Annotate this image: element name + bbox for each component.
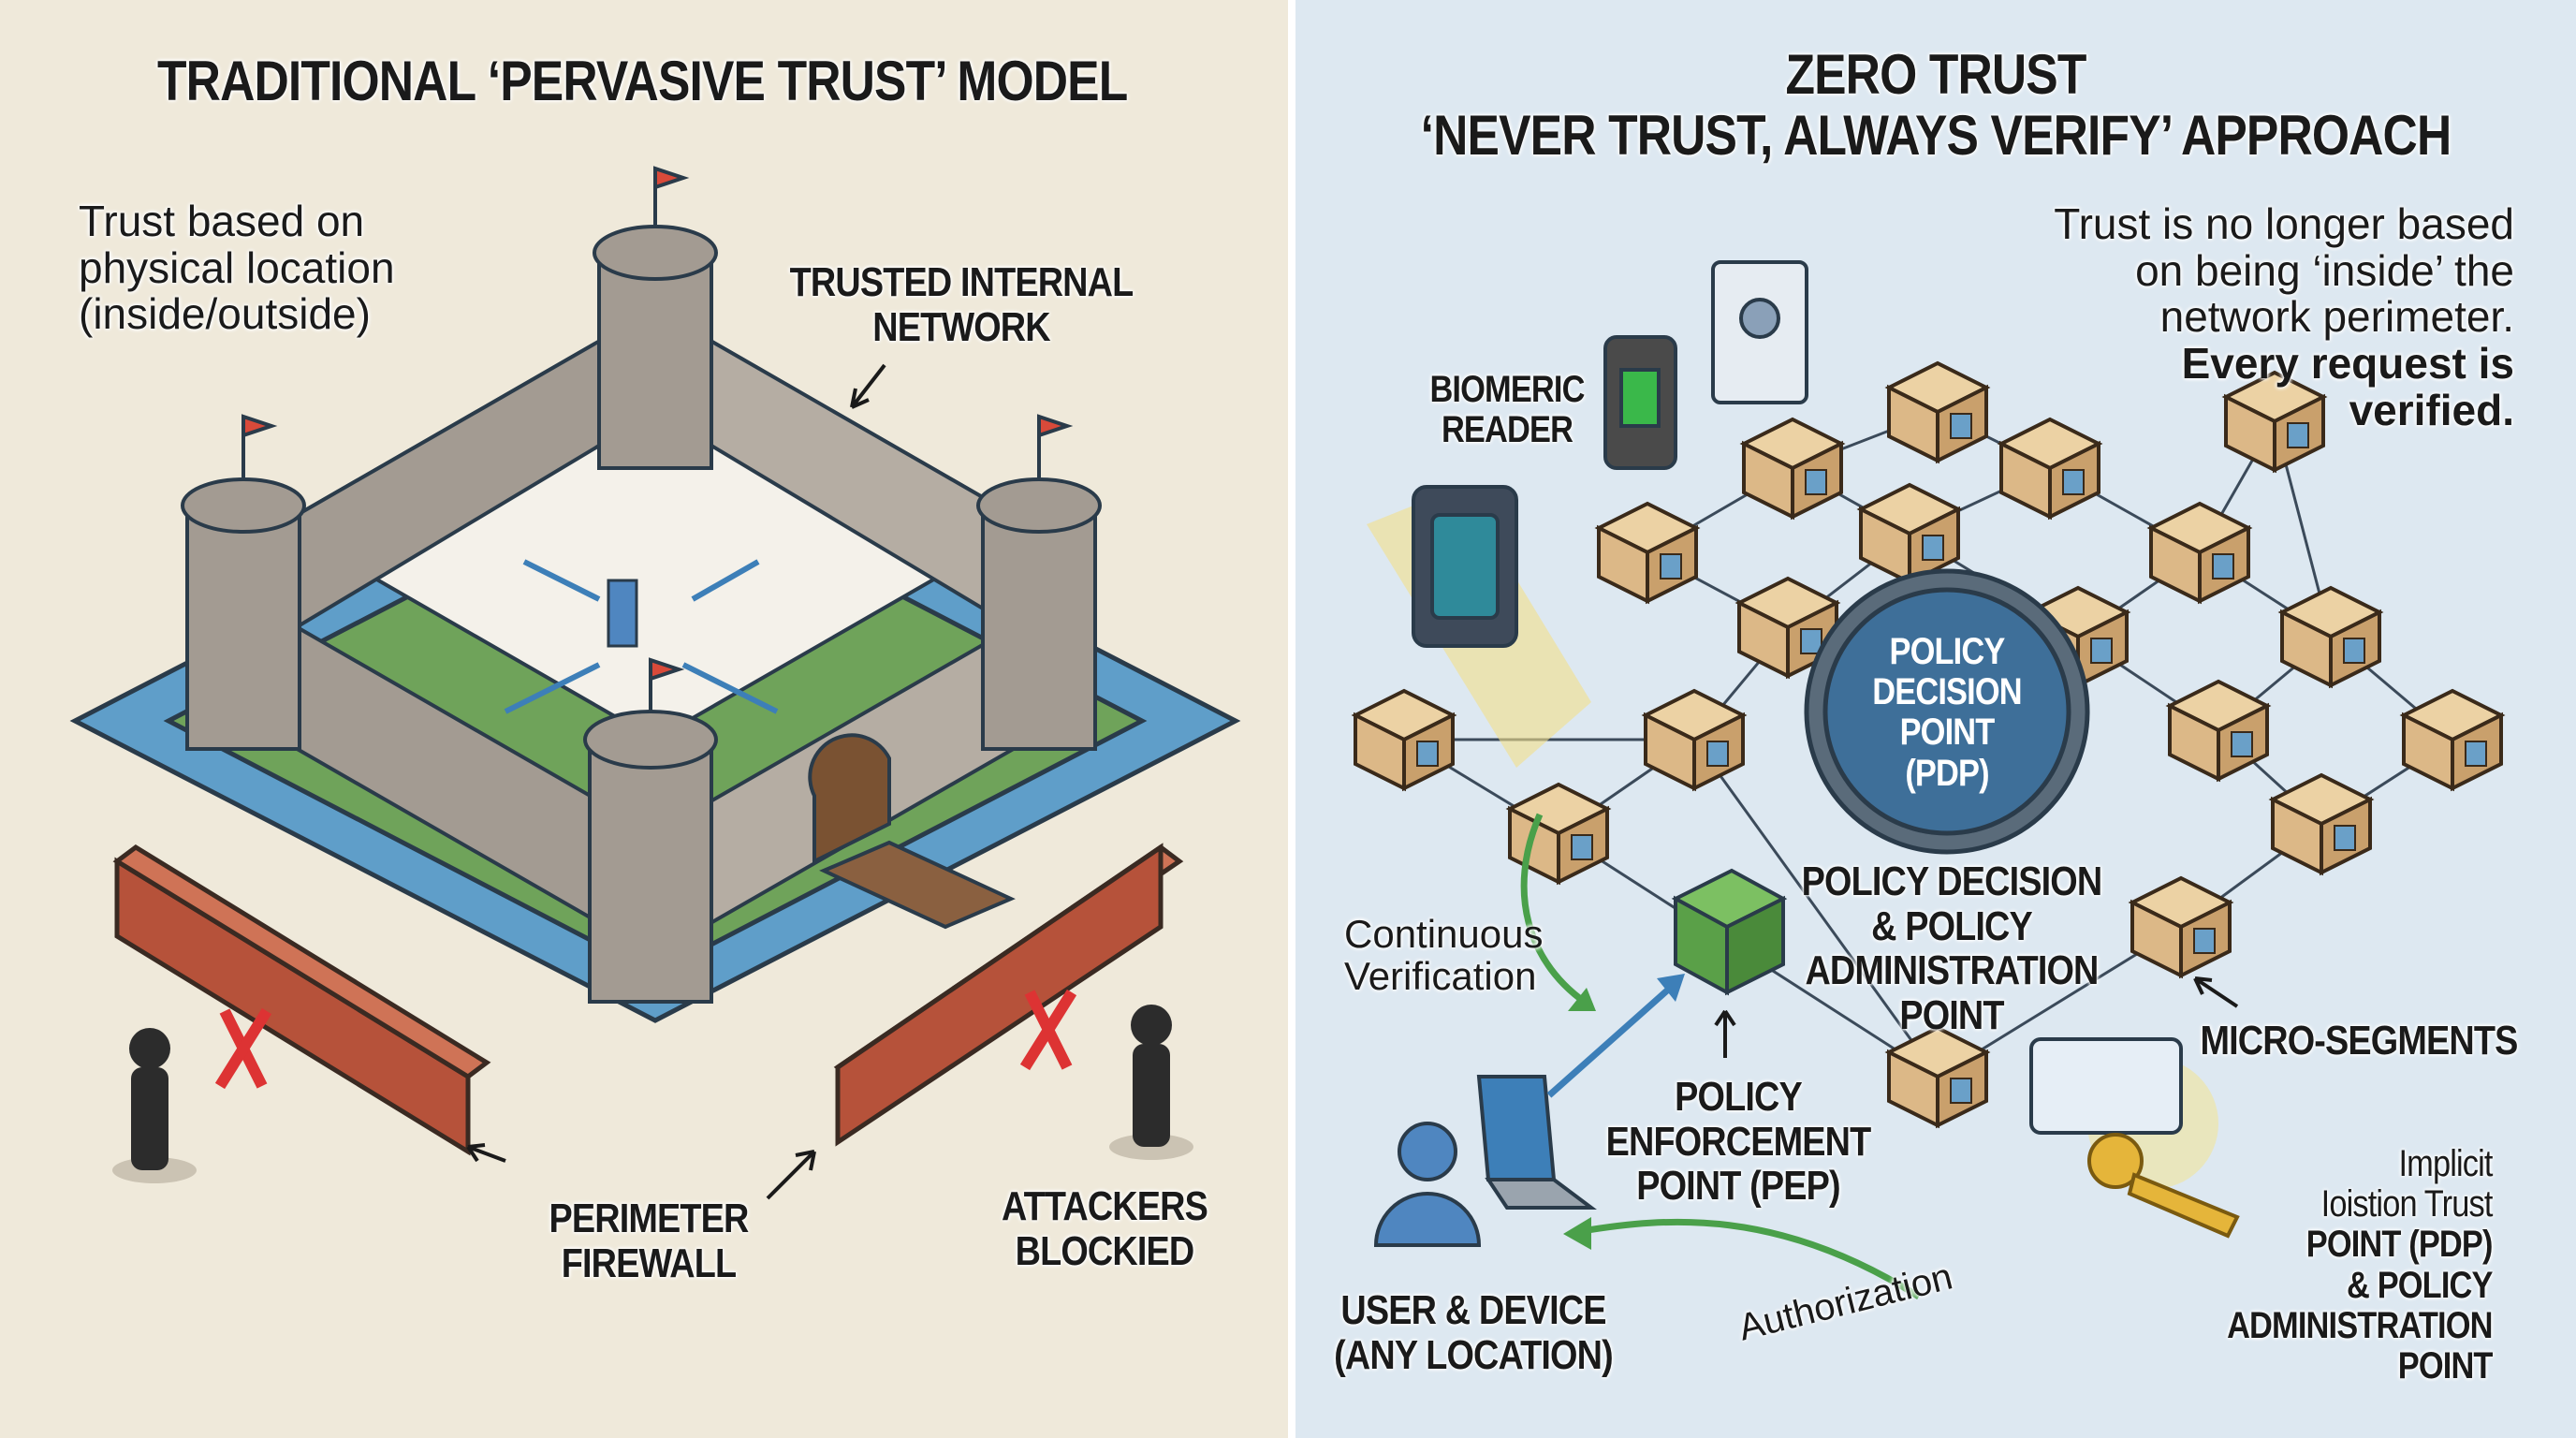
label-line: PERIMETER — [549, 1196, 749, 1241]
right-title: ZERO TRUST ‘NEVER TRUST, ALWAYS VERIFY’ … — [1385, 43, 2486, 167]
label-line: POLICY — [1889, 631, 2006, 672]
pdp-label: POLICY DECISION POINT (PDP) — [1826, 631, 2068, 794]
label-line: POLICY DECISION — [1801, 858, 2103, 904]
label-line: POINT — [2398, 1344, 2494, 1387]
left-title: TRADITIONAL ‘PERVASIVE TRUST’ MODEL — [157, 50, 1128, 112]
label-line: ADMINISTRATION — [1805, 947, 2099, 994]
user-device-figure — [1373, 1075, 1597, 1247]
user-device-label: USER & DEVICE (ANY LOCATION) — [1312, 1288, 1634, 1377]
label-line: READER — [1441, 409, 1573, 451]
label-line: & POLICY — [2347, 1264, 2493, 1306]
segment-cube — [1997, 417, 2103, 521]
label-line: BIOMERIC — [1429, 369, 1585, 410]
segment-cube — [2146, 501, 2253, 605]
implicit-trust-label: Implicit Ioistion Trust POINT (PDP) & PO… — [2227, 1143, 2494, 1387]
attackers-label: ATTACKERS BLOCKIED — [944, 1184, 1266, 1273]
micro-segments — [1351, 360, 2506, 1129]
trusted-network-label: TRUSTED INTERNAL NETWORK — [760, 260, 1163, 349]
label-line: TRUSTED INTERNAL — [789, 259, 1134, 305]
segment-cube — [2268, 772, 2375, 876]
label-line: & POLICY — [1871, 902, 2033, 949]
label-line: FIREWALL — [561, 1240, 737, 1286]
label-line: POINT — [1899, 991, 2004, 1038]
label-line: Continuous — [1344, 912, 1544, 956]
blocked-x-icon — [214, 989, 1077, 1090]
segment-cube — [2165, 679, 2272, 783]
policy-enforcement-point — [1671, 868, 1788, 996]
segment-cube — [1884, 360, 1991, 464]
left-note-line: (inside/outside) — [79, 289, 371, 339]
right-note-line: on being ‘inside’ the — [2135, 245, 2514, 295]
right-note-line: Trust is no longer based — [2054, 199, 2514, 248]
label-line: ENFORCEMENT — [1605, 1118, 1872, 1165]
left-note-line: Trust based on — [79, 197, 365, 245]
segment-cube — [1594, 501, 1701, 605]
castle-illustration — [69, 166, 1241, 1023]
right-note-bold-line: Every request is — [2181, 339, 2514, 389]
label-line: POINT (PEP) — [1636, 1163, 1840, 1210]
firewall-label: PERIMETER FIREWALL — [488, 1196, 810, 1285]
right-note-line: network perimeter. — [2159, 292, 2514, 342]
segment-cube — [1884, 1025, 1991, 1129]
label-line: BLOCKIED — [1015, 1227, 1195, 1274]
biometric-reader-icon — [1367, 260, 1808, 768]
label-line: (ANY LOCATION) — [1334, 1331, 1614, 1378]
segment-cube — [1641, 688, 1748, 792]
biometric-label: BIOMERIC READER — [1378, 369, 1635, 451]
label-line: POINT — [1899, 712, 1996, 754]
label-line: (PDP) — [1905, 752, 1989, 794]
segment-cube — [2221, 370, 2328, 474]
segment-cube — [1739, 417, 1846, 521]
pep-label: POLICY ENFORCEMENT POINT (PEP) — [1577, 1075, 1899, 1209]
continuous-verification-label: Continuous Verification — [1344, 913, 1543, 998]
pdp-admin-label: POLICY DECISION & POLICY ADMINISTRATION … — [1771, 859, 2133, 1037]
right-note: Trust is no longer based on being ‘insid… — [2054, 199, 2514, 434]
micro-segments-label: MICRO-SEGMENTS — [2200, 1018, 2518, 1064]
label-line: ATTACKERS — [1002, 1183, 1208, 1229]
label-line: DECISION — [1872, 671, 2022, 713]
left-note-line: physical location — [79, 242, 395, 292]
left-note: Trust based on physical location (inside… — [79, 198, 395, 338]
label-line: USER & DEVICE — [1340, 1287, 1606, 1333]
label-line: Ioistion Trust — [2320, 1183, 2494, 1225]
segment-cube — [2128, 875, 2234, 979]
label-line: ADMINISTRATION — [2227, 1304, 2493, 1346]
label-line: POINT (PDP) — [2306, 1224, 2494, 1266]
label-line: Implicit — [2398, 1143, 2494, 1184]
right-title-line: ‘NEVER TRUST, ALWAYS VERIFY’ APPROACH — [1420, 103, 2452, 167]
right-title-line: ZERO TRUST — [1785, 43, 2086, 106]
segment-cube — [2277, 585, 2384, 689]
attacker-figure — [112, 1005, 1193, 1183]
label-line: NETWORK — [872, 303, 1050, 350]
right-note-bold-line: verified. — [2349, 385, 2514, 434]
label-line: Verification — [1344, 954, 1537, 999]
segment-cube — [1856, 482, 1963, 586]
segment-cube — [2399, 688, 2506, 792]
network-link — [1692, 739, 1939, 1078]
policy-decision-point — [1804, 568, 2090, 855]
label-line: POLICY — [1675, 1074, 1803, 1120]
key-icon — [2029, 1037, 2240, 1239]
segment-cube — [1351, 688, 1457, 792]
perimeter-firewall — [112, 843, 1184, 1156]
